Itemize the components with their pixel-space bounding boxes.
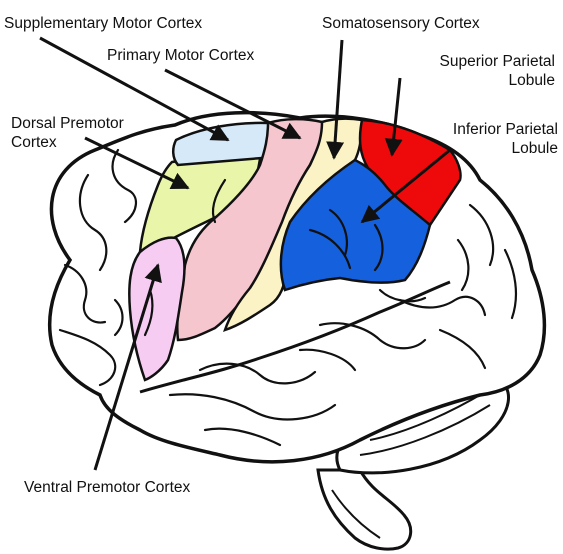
label-ventral-premotor: Ventral Premotor Cortex	[24, 478, 190, 497]
label-superior-parietal-line-1: Superior Parietal	[360, 52, 555, 71]
label-dorsal-premotor: Dorsal Premotor Cortex	[11, 114, 124, 152]
label-inferior-parietal-line-1: Inferior Parietal	[380, 120, 558, 139]
label-supplementary-motor: Supplementary Motor Cortex	[4, 14, 202, 33]
brainstem	[318, 470, 411, 549]
label-inferior-parietal: Inferior Parietal Lobule	[380, 120, 558, 158]
label-primary-motor: Primary Motor Cortex	[107, 46, 254, 65]
label-dorsal-premotor-line-1: Dorsal Premotor	[11, 114, 124, 133]
label-inferior-parietal-line-2: Lobule	[380, 139, 558, 158]
label-dorsal-premotor-line-2: Cortex	[11, 133, 124, 152]
label-superior-parietal-line-2: Lobule	[360, 71, 555, 90]
label-somatosensory: Somatosensory Cortex	[322, 14, 480, 33]
label-superior-parietal: Superior Parietal Lobule	[360, 52, 555, 90]
